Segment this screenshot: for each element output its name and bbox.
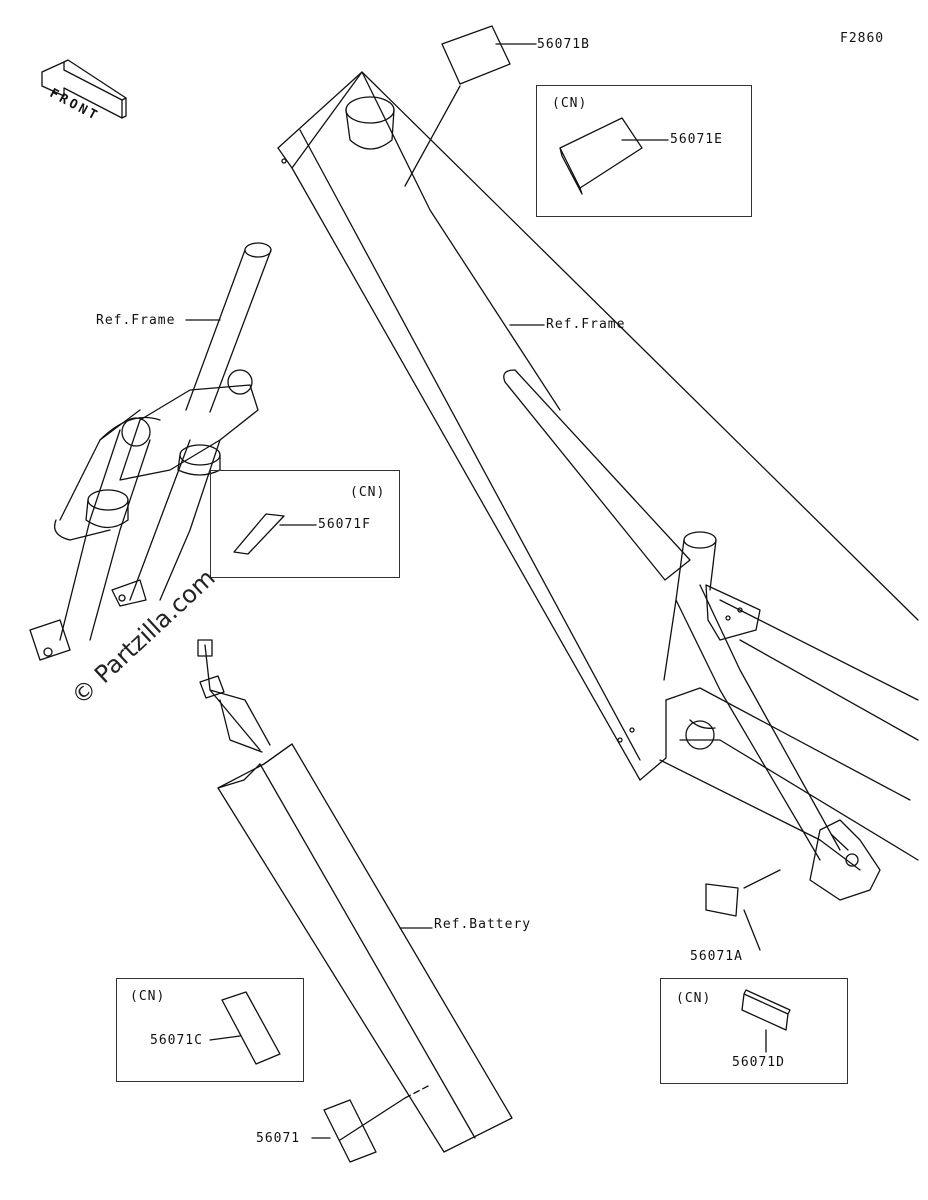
- front-arrow-icon: [41, 59, 127, 119]
- front-fork: [29, 242, 272, 661]
- part-56071-label[interactable]: 56071: [256, 1131, 301, 1146]
- decal-56071A: [705, 883, 739, 917]
- part-56071A-label[interactable]: 56071A: [690, 949, 743, 964]
- part-56071E-label[interactable]: 56071E: [670, 132, 723, 147]
- part-56071B-label[interactable]: 56071B: [537, 37, 590, 52]
- region-tag-c: (CN): [130, 989, 166, 1004]
- part-56071F-label[interactable]: 56071F: [318, 517, 371, 532]
- box-56071F: [210, 470, 400, 578]
- decal-56071: [323, 1099, 377, 1163]
- decal-56071C: [221, 991, 281, 1065]
- decal-56071E: [559, 117, 643, 195]
- region-tag-f: (CN): [350, 485, 386, 500]
- decal-56071F: [233, 513, 285, 555]
- leader-lines: [185, 43, 781, 1141]
- part-56071D-label[interactable]: 56071D: [732, 1055, 785, 1070]
- decal-56071B: [441, 25, 511, 85]
- ref-frame-right-label: Ref.Frame: [546, 317, 626, 332]
- box-56071E: [536, 85, 752, 217]
- decal-56071D: [741, 989, 791, 1031]
- battery-pack: [197, 639, 513, 1153]
- frame-main-tube: [277, 71, 919, 901]
- ref-battery-label: Ref.Battery: [434, 917, 532, 932]
- box-56071C: [116, 978, 304, 1082]
- region-tag-d: (CN): [676, 991, 712, 1006]
- region-tag-e: (CN): [552, 96, 588, 111]
- diagram-id: F2860: [840, 31, 885, 46]
- box-56071D: [660, 978, 848, 1084]
- ref-frame-left-label: Ref.Frame: [96, 313, 176, 328]
- part-56071C-label[interactable]: 56071C: [150, 1033, 203, 1048]
